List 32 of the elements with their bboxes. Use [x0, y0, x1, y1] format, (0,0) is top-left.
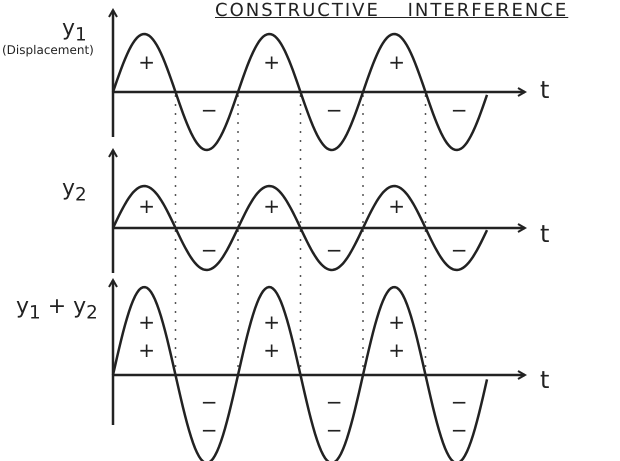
title: CONSTRUCTIVE INTERFERENCE — [215, 2, 568, 20]
sign-label: + — [388, 312, 406, 332]
sign-label: + — [388, 196, 406, 216]
sign-label: − — [450, 392, 468, 412]
axis-label: t — [540, 78, 550, 102]
sign-label: − — [200, 240, 218, 260]
axis-label: y$_{1}$ + y$_{2}$ — [16, 296, 98, 323]
sign-label: − — [200, 100, 218, 120]
sign-label: − — [450, 100, 468, 120]
sign-label: + — [263, 52, 280, 72]
axis-label: t — [540, 222, 550, 246]
sign-label: + — [138, 340, 156, 360]
sign-label: − — [326, 420, 343, 440]
sign-label: + — [263, 312, 280, 332]
axis-label: y$_{1}$ — [62, 18, 87, 45]
sign-label: + — [388, 52, 406, 72]
sign-label: + — [263, 196, 280, 216]
sign-label: − — [450, 240, 468, 260]
sign-label: − — [200, 420, 218, 440]
sign-label: − — [326, 240, 343, 260]
sign-label: + — [138, 52, 156, 72]
sign-label: + — [138, 196, 156, 216]
axis-label: y$_{2}$ — [62, 178, 87, 205]
sign-label: + — [263, 340, 280, 360]
sign-label: − — [326, 100, 343, 120]
sign-label: − — [326, 392, 343, 412]
sign-label: − — [450, 420, 468, 440]
sign-label: + — [138, 312, 156, 332]
axis-label: (Displacement) — [2, 44, 94, 56]
axis-label: t — [540, 368, 550, 392]
sign-label: + — [388, 340, 406, 360]
sign-label: − — [200, 392, 218, 412]
